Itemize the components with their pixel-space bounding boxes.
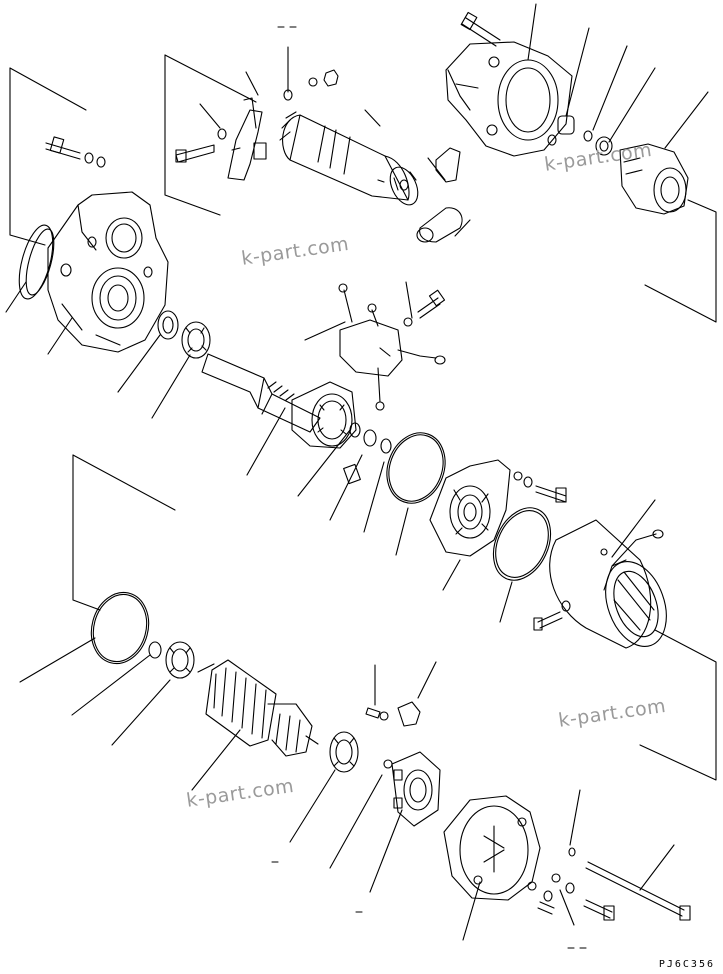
center-bracket [429,459,511,557]
rear-bearing [329,731,359,773]
terminal-cap [416,147,463,243]
solenoid-small-parts [283,69,339,101]
cover-fasteners [527,847,615,921]
o-ring-yoke [492,507,552,581]
pinion-clutch [619,143,689,215]
o-ring-center [386,432,446,504]
gear-shaft [201,353,321,433]
solenoid-body [279,111,419,206]
yoke-assembly [549,519,667,649]
internal-gear [291,381,357,449]
center-washers [343,422,392,485]
top-dash-mark [271,26,587,949]
yoke-bolt [533,611,563,631]
front-housing [47,191,169,353]
shift-lever-bolt [175,128,227,163]
shift-lever [227,97,267,181]
leader-lines [5,3,709,941]
drive-bushing-parts [557,115,613,156]
brush-small-parts [365,701,421,727]
armature-washers [148,641,195,679]
through-bolt [585,861,691,921]
armature [197,659,319,757]
bracket-bolts [513,471,567,503]
drive-housing-bolt [460,11,501,47]
brush-holder [383,751,441,827]
front-bearing [157,310,211,359]
housing-bolt [45,136,106,168]
drawing-code: PJ6C356 [658,959,715,970]
drive-housing [445,41,573,157]
o-ring-rear [90,591,150,665]
rear-cover [443,795,541,901]
wiring-harness [338,283,446,411]
group-boundary-lines [9,54,717,781]
o-ring-front [18,224,55,300]
